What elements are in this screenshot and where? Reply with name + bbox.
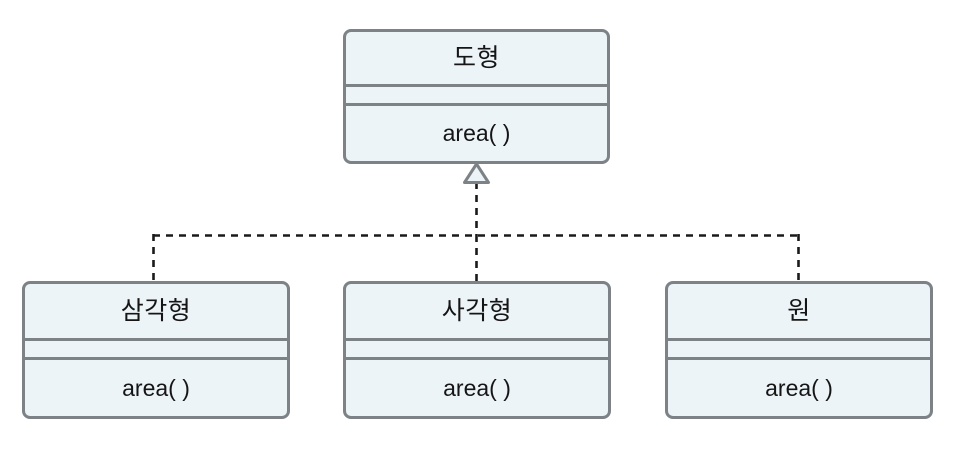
uml-class-rectangle-attributes [346, 341, 608, 357]
uml-class-rectangle[interactable]: 사각형 area( ) [343, 281, 611, 419]
uml-divider [668, 357, 930, 360]
uml-class-circle-operation: area( ) [765, 374, 833, 401]
uml-class-circle[interactable]: 원 area( ) [665, 281, 933, 419]
uml-class-triangle-operation: area( ) [122, 374, 190, 401]
uml-class-rectangle-operation: area( ) [443, 374, 511, 401]
uml-class-shape-operation: area( ) [442, 120, 511, 146]
uml-divider [668, 338, 930, 341]
uml-class-circle-attributes [668, 341, 930, 357]
realization-arrowhead-icon [463, 162, 490, 184]
uml-divider [346, 357, 608, 360]
uml-class-triangle[interactable]: 삼각형 area( ) [22, 281, 290, 419]
uml-class-shape[interactable]: 도형 area( ) [343, 29, 610, 164]
uml-class-circle-name: 원 [787, 296, 811, 325]
uml-divider [346, 338, 608, 341]
uml-divider [346, 84, 607, 87]
uml-class-rectangle-name: 사각형 [441, 296, 513, 325]
uml-divider [25, 357, 287, 360]
uml-divider [346, 103, 607, 106]
uml-class-shape-attributes [346, 87, 607, 103]
uml-class-shape-name: 도형 [452, 43, 500, 72]
uml-class-triangle-name: 삼각형 [120, 296, 192, 325]
uml-divider [25, 338, 287, 341]
uml-class-triangle-attributes [25, 341, 287, 357]
